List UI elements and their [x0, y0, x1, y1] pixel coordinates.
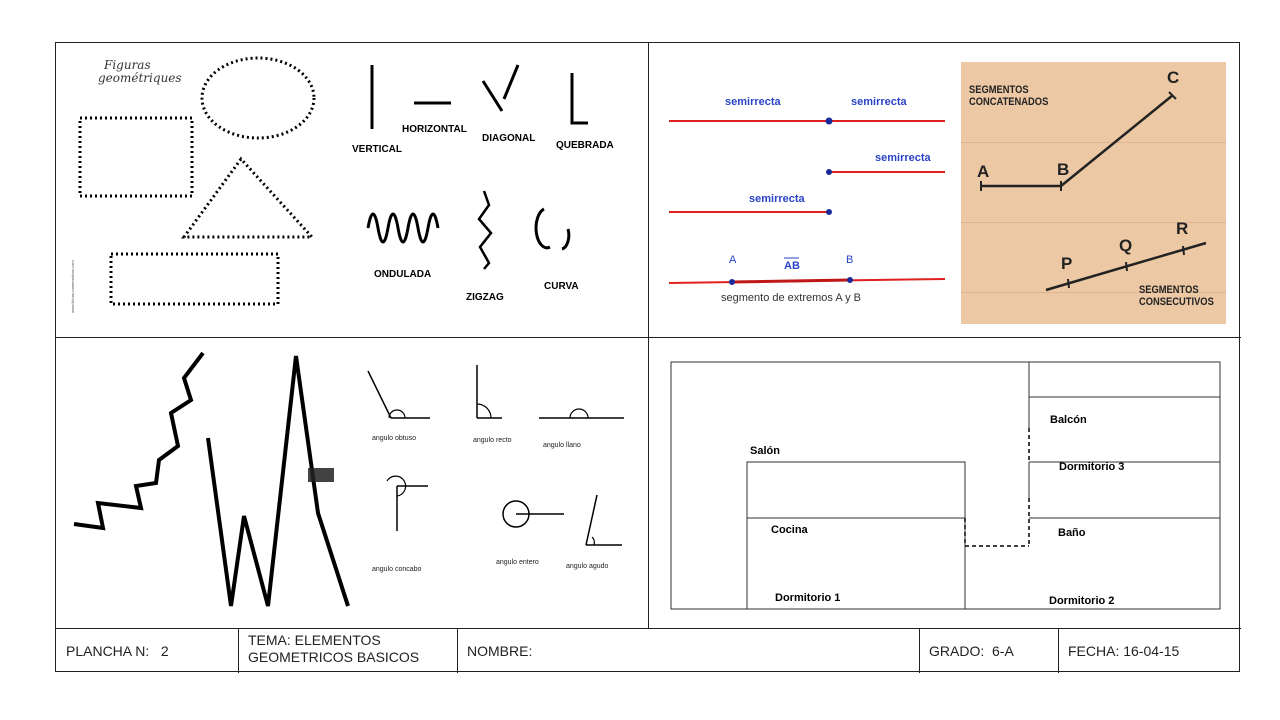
- photo-point-q: Q: [1119, 236, 1133, 255]
- footer-plancha: PLANCHA N: 2: [66, 643, 169, 659]
- angles-drawing: [73, 351, 624, 607]
- footer-tema-cell: TEMA: ELEMENTOS GEOMETRICOS BASICOS: [238, 629, 457, 673]
- figures-title: Figuras geométriques: [98, 59, 182, 85]
- point-b: [847, 277, 853, 283]
- photo-point-c: C: [1167, 68, 1180, 87]
- wavy-line: [366, 212, 440, 244]
- point-a-label: A: [729, 254, 737, 266]
- footer-tema: TEMA: ELEMENTOS GEOMETRICOS BASICOS: [248, 632, 420, 665]
- zigzag-big-2: [206, 355, 350, 607]
- dotted-triangle: [181, 156, 316, 239]
- rays-drawing: [668, 117, 946, 285]
- zigzag-big-1: [73, 351, 205, 531]
- ray-label-2: semirrecta: [851, 96, 907, 108]
- ray-label-1: semirrecta: [725, 96, 781, 108]
- segment-caption: segmento de extremos A y B: [721, 292, 862, 304]
- room-balcon: Balcón: [1050, 414, 1087, 426]
- angle-label-obtuse: angulo obtuso: [372, 435, 416, 442]
- room-salon: Salón: [750, 445, 780, 457]
- concat-segment-bc: [1060, 94, 1174, 187]
- panel-angles: angulo obtuso angulo recto angulo llano …: [56, 338, 648, 628]
- footer-divider: [56, 628, 1241, 629]
- grid-divider-horizontal: [56, 337, 1241, 338]
- diagonal-line-1: [481, 80, 504, 112]
- angle-label-acute: angulo agudo: [566, 563, 609, 570]
- label-curve: CURVA: [544, 281, 579, 292]
- ray-point-3: [826, 209, 832, 215]
- point-a: [729, 279, 735, 285]
- angle-label-right: angulo recto: [473, 437, 512, 444]
- diagonal-line-2: [502, 64, 520, 100]
- dotted-ellipse: [200, 56, 316, 140]
- geometric-figures-drawing: [78, 56, 588, 306]
- footer-grado: GRADO: 6-A: [929, 643, 1014, 659]
- photo-point-p: P: [1061, 254, 1073, 273]
- segments-photo-drawing: [980, 91, 1207, 292]
- zigzag-blur: [308, 468, 334, 482]
- figures-title-line1: Figuras: [104, 58, 151, 72]
- footer-plancha-cell: PLANCHA N: 2: [56, 629, 238, 673]
- ray-label-3: semirrecta: [875, 152, 931, 164]
- ray-point-2: [826, 169, 832, 175]
- photo-point-r: R: [1176, 219, 1189, 238]
- panel-segments: semirrecta semirrecta semirrecta semirre…: [649, 43, 1241, 337]
- zigzag-line: [477, 190, 493, 270]
- footer-fecha: FECHA: 16-04-15: [1068, 643, 1180, 659]
- room-dormitorio-1: Dormitorio 1: [775, 592, 841, 604]
- label-vertical: VERTICAL: [352, 144, 402, 155]
- label-diagonal: DIAGONAL: [482, 133, 536, 144]
- footer-nombre: NOMBRE:: [467, 643, 533, 659]
- broken-line: [570, 73, 588, 125]
- ray-point-1: [825, 117, 833, 125]
- ray-label-4: semirrecta: [749, 193, 805, 205]
- panel-floorplan: Salón Balcón Dormitorio 3 Cocina Baño Do…: [649, 338, 1241, 628]
- room-bano: Baño: [1058, 527, 1086, 539]
- photo-title-top: SEGMENTOS CONCATENADOS: [969, 84, 1049, 108]
- worksheet: Figuras geométriques www.fichas-matemati…: [55, 42, 1241, 673]
- photo-point-a: A: [977, 162, 990, 181]
- dotted-rectangle: [78, 116, 194, 198]
- room-dormitorio-3: Dormitorio 3: [1059, 461, 1125, 473]
- label-wavy: ONDULADA: [374, 269, 432, 280]
- photo-point-b: B: [1057, 160, 1070, 179]
- label-broken: QUEBRADA: [556, 140, 614, 151]
- segment-name: AB: [784, 260, 800, 272]
- photo-title-bottom: SEGMENTOS CONSECUTIVOS: [1139, 284, 1214, 308]
- angle-label-straight: angulo llano: [543, 442, 581, 449]
- footer-fecha-cell: FECHA: 16-04-15: [1058, 629, 1240, 673]
- panel-lines: Figuras geométriques www.fichas-matemati…: [56, 43, 648, 337]
- curve-line-2: [561, 228, 571, 251]
- angle-label-full: angulo entero: [496, 559, 539, 566]
- curve-line-1: [534, 207, 551, 250]
- footer-nombre-cell[interactable]: NOMBRE:: [457, 629, 919, 673]
- dotted-long-rectangle: [109, 252, 280, 306]
- floorplan-drawing: [670, 361, 1221, 610]
- point-b-label: B: [846, 254, 854, 266]
- label-zigzag: ZIGZAG: [466, 292, 504, 303]
- label-horizontal: HORIZONTAL: [402, 124, 467, 135]
- grid-divider-vertical: [648, 43, 649, 629]
- room-cocina: Cocina: [771, 524, 808, 536]
- angle-label-concave: angulo concabo: [372, 566, 422, 573]
- room-dormitorio-2: Dormitorio 2: [1049, 595, 1115, 607]
- segment-ab: [731, 278, 851, 284]
- figures-title-line2: geométriques: [98, 71, 182, 85]
- segments-photo: SEGMENTOS CONCATENADOS A B C P Q R SEGME…: [961, 62, 1226, 324]
- footer-grado-cell: GRADO: 6-A: [919, 629, 1058, 673]
